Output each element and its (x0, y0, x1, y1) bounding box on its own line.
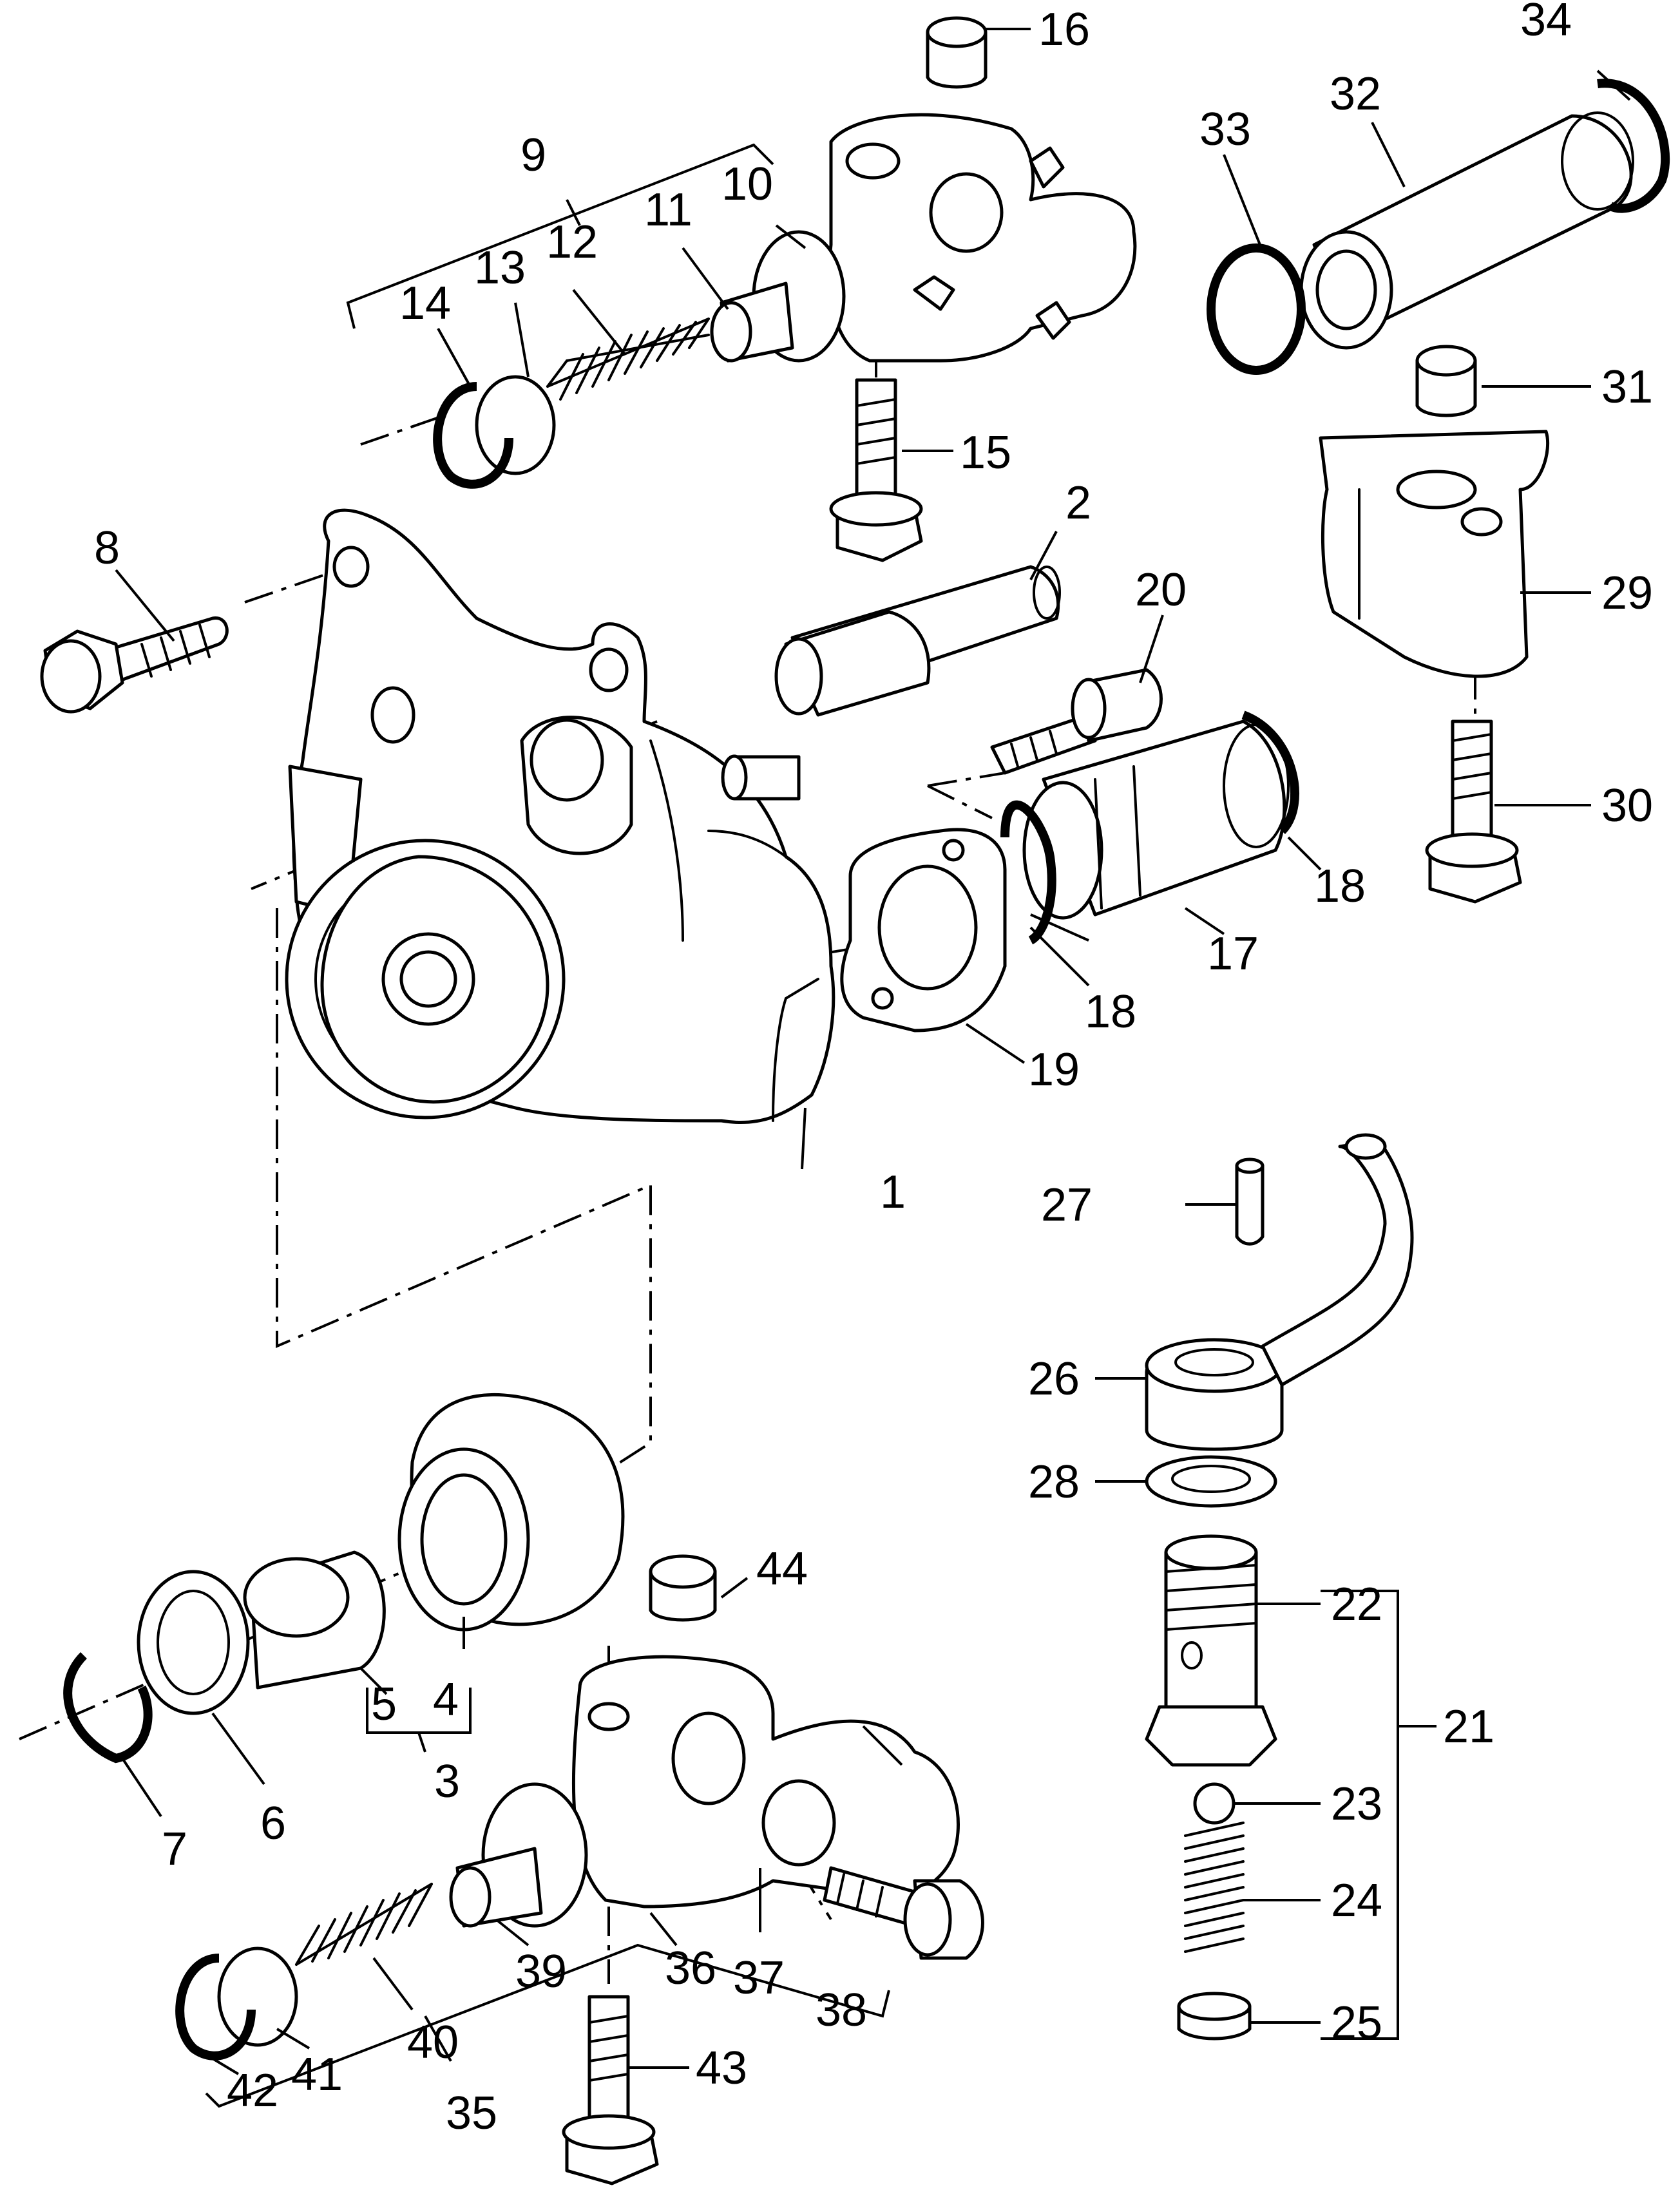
bolt-15 (829, 378, 923, 562)
callout-35: 35 (446, 2088, 497, 2139)
callout-12: 12 (546, 216, 598, 268)
callout-15: 15 (960, 427, 1011, 479)
circlip-42 (175, 1954, 256, 2060)
callout-4: 4 (433, 1674, 459, 1726)
callout-5: 5 (371, 1679, 397, 1730)
callout-10: 10 (721, 158, 773, 210)
callout-13: 13 (474, 242, 526, 294)
callout-30: 30 (1601, 780, 1653, 832)
callout-17: 17 (1207, 928, 1259, 980)
callout-8: 8 (94, 522, 120, 574)
upper-relief-valve (433, 113, 1137, 489)
sleeve-17 (1022, 719, 1290, 920)
callout-labels: 1 2 3 4 5 6 7 8 9 10 11 12 13 14 15 16 1… (94, 0, 1653, 2139)
callout-26: 26 (1028, 1353, 1080, 1405)
washer-6 (137, 1570, 250, 1715)
callout-38: 38 (816, 1984, 867, 2036)
spring-24 (1184, 1822, 1245, 1953)
callout-44: 44 (756, 1543, 808, 1595)
callout-19: 19 (1028, 1044, 1080, 1096)
leader-lines (115, 28, 1631, 2108)
callout-36: 36 (665, 1943, 716, 1994)
callout-18a: 18 (1314, 861, 1366, 912)
callout-31: 31 (1601, 361, 1653, 413)
bolt-20 (990, 668, 1163, 775)
callout-3: 3 (434, 1756, 460, 1807)
cap-31 (1415, 345, 1477, 417)
callout-43: 43 (696, 2042, 747, 2094)
cap-44 (649, 1554, 717, 1622)
spring-12 (546, 318, 710, 401)
plunger-39 (449, 1847, 543, 1928)
pump-housing (285, 508, 835, 1125)
circlip-7 (63, 1652, 153, 1764)
pump-shaft (774, 565, 1061, 717)
callout-7: 7 (162, 1823, 187, 1875)
callout-34: 34 (1520, 0, 1572, 46)
washer-28 (1145, 1455, 1277, 1508)
callout-21: 21 (1443, 1701, 1494, 1753)
callout-25: 25 (1331, 1997, 1382, 2049)
callout-20: 20 (1135, 564, 1187, 616)
callout-42: 42 (227, 2065, 278, 2117)
callout-2: 2 (1065, 477, 1091, 529)
spring-40 (295, 1883, 433, 1966)
callout-40: 40 (407, 2017, 459, 2068)
bolt-38 (823, 1866, 984, 1960)
callout-23: 23 (1331, 1778, 1382, 1830)
bracket-29 (1319, 430, 1550, 678)
callout-33: 33 (1199, 104, 1251, 155)
cap-16 (926, 16, 988, 89)
bushing-5 (243, 1550, 386, 1689)
bolt-43 (562, 1995, 659, 2185)
callout-9: 9 (520, 129, 546, 181)
callout-16: 16 (1038, 4, 1090, 55)
bolt-8 (40, 616, 229, 714)
seat-25 (1177, 1992, 1252, 2041)
callout-29: 29 (1601, 567, 1653, 619)
o-ring-18-left (1000, 800, 1056, 945)
callout-27: 27 (1041, 1179, 1093, 1231)
gasket-19 (840, 828, 1007, 1033)
lower-relief-valve (571, 1655, 960, 1908)
cap-41 (217, 1946, 298, 2047)
o-ring-34 (1597, 79, 1670, 213)
callout-28: 28 (1028, 1456, 1080, 1508)
gear-4 (397, 1393, 625, 1632)
callout-22: 22 (1331, 1579, 1382, 1630)
callout-39: 39 (515, 1946, 567, 1997)
tube-32 (1299, 111, 1634, 350)
callout-37: 37 (733, 1952, 785, 2004)
pin-27 (1235, 1157, 1265, 1246)
callout-32: 32 (1330, 68, 1381, 120)
banjo-bolt-22 (1145, 1534, 1277, 1767)
callout-6: 6 (260, 1798, 286, 1849)
callout-14: 14 (399, 278, 451, 329)
callout-11: 11 (644, 184, 692, 236)
callout-24: 24 (1331, 1875, 1382, 1927)
o-ring-18-right (1241, 710, 1299, 834)
callout-18b: 18 (1085, 986, 1136, 1038)
o-ring-33 (1207, 243, 1306, 375)
ball-23 (1193, 1782, 1236, 1825)
pipe-26 (1145, 1133, 1414, 1451)
bolt-30 (1425, 719, 1522, 904)
callout-1: 1 (880, 1166, 906, 1218)
callout-41: 41 (291, 2049, 343, 2100)
